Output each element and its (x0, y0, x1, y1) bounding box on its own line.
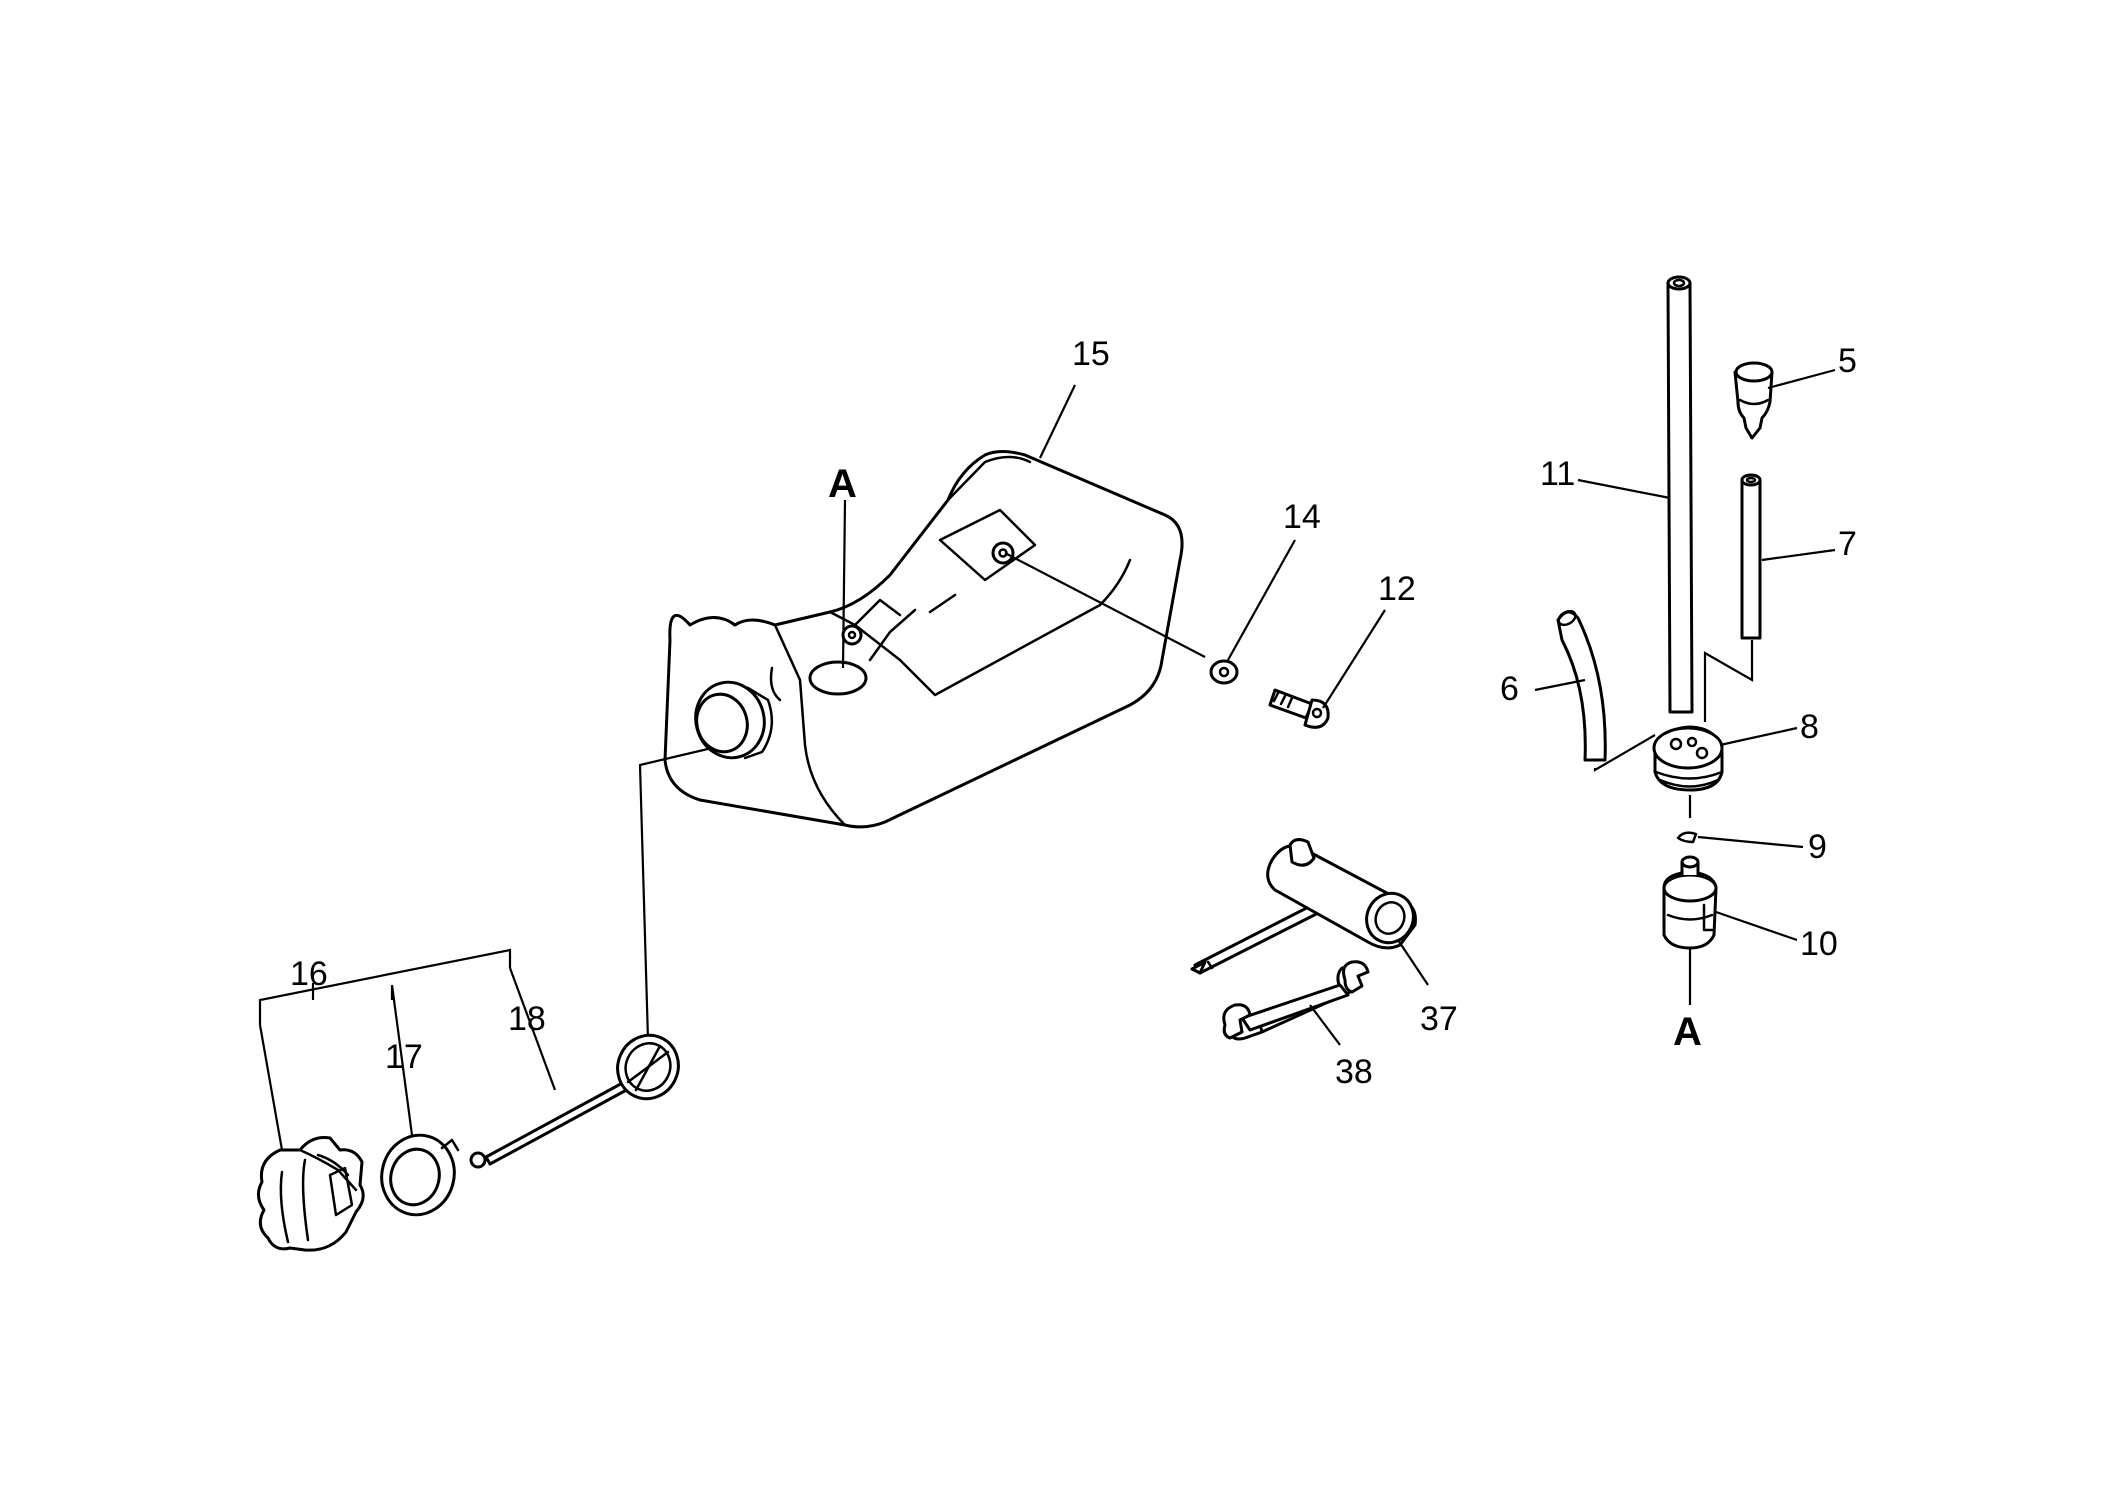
grommet (1652, 725, 1724, 792)
callout-8: 8 (1800, 708, 1819, 746)
plug-wrench (1190, 838, 1417, 975)
callout-17: 17 (385, 1038, 423, 1076)
vent-hose (1740, 473, 1762, 640)
callout-9: 9 (1808, 828, 1827, 866)
callout-6: 6 (1500, 670, 1519, 708)
callout-7: 7 (1838, 525, 1857, 563)
gasket-bracket (390, 984, 414, 1136)
hose-guide-right (1703, 640, 1754, 722)
filler-cap (257, 1136, 365, 1252)
tank-outlet-guide (1004, 552, 1206, 658)
fuel-tank (663, 450, 1184, 829)
callout-15: 15 (1072, 335, 1110, 373)
washer (1209, 659, 1239, 685)
callout-12: 12 (1378, 570, 1416, 608)
spanner (1222, 960, 1370, 1041)
return-hose (1556, 609, 1607, 762)
cap-assembly-bracket (258, 948, 512, 1025)
cap-leader (258, 1024, 284, 1151)
strainer-leader (508, 967, 557, 1091)
reference-a-bottom: A (1673, 1010, 1702, 1054)
clip (1676, 831, 1698, 844)
callout-10: 10 (1800, 925, 1838, 963)
fuel-filter (1662, 855, 1718, 950)
callout-38: 38 (1335, 1053, 1373, 1091)
suction-hose (1666, 275, 1694, 714)
callout-16: 16 (290, 955, 328, 993)
strainer (469, 1033, 680, 1169)
callout-5: 5 (1838, 342, 1857, 380)
bolt (1268, 688, 1330, 729)
reference-a-top: A (828, 462, 857, 506)
callout-37: 37 (1420, 1000, 1458, 1038)
vent (1733, 361, 1774, 440)
tank-neck-guide (638, 746, 713, 1041)
cap-gasket (380, 1133, 460, 1217)
reference-a-top-line (841, 499, 847, 669)
hose-guide-left (1593, 734, 1656, 772)
callout-18: 18 (508, 1000, 546, 1038)
callout-11: 11 (1540, 455, 1575, 493)
callout-leaders (1039, 368, 1836, 1046)
callout-14: 14 (1283, 498, 1321, 536)
